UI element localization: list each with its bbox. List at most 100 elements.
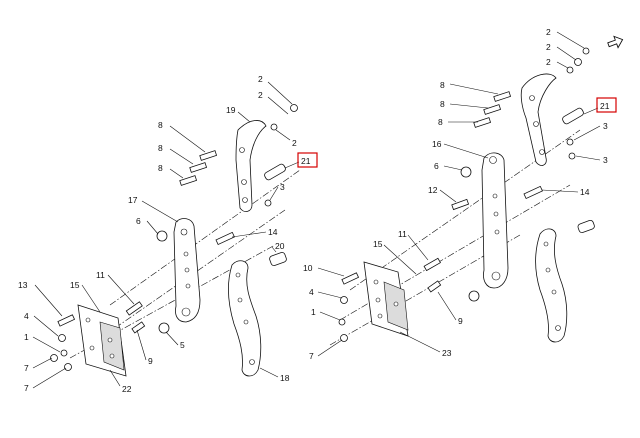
left-axis-upper — [109, 169, 301, 306]
right-assembly: 2 2 2 8 8 8 21 3 16 3 6 14 12 11 15 10 4… — [303, 27, 617, 361]
bolt-11 — [125, 301, 143, 316]
callout-label: 4 — [24, 311, 29, 321]
callout-label-highlighted: 21 — [600, 101, 610, 111]
upper-bracket-hole — [539, 149, 545, 155]
callout-label: 12 — [428, 185, 438, 195]
callout-label: 3 — [603, 155, 608, 165]
arm-16 — [481, 152, 509, 289]
washer-4 — [58, 334, 66, 342]
callout-label: 10 — [303, 263, 313, 273]
nut-7 — [64, 363, 72, 371]
bolt-14 — [215, 231, 235, 246]
callout-label: 8 — [440, 80, 445, 90]
bolt-10 — [341, 272, 360, 285]
arm-17-hole — [185, 283, 191, 289]
plate-23-hole — [373, 279, 379, 285]
nut-6 — [460, 166, 472, 178]
bolt-13 — [57, 314, 76, 327]
bolt-8 — [473, 117, 492, 128]
washer-1 — [338, 318, 346, 326]
nut-7 — [50, 354, 58, 362]
highlight-box — [297, 152, 318, 168]
upper-bracket-hole — [529, 95, 535, 101]
washer-4 — [340, 296, 348, 304]
callout-label: 2 — [258, 90, 263, 100]
plate-23-hole — [393, 301, 399, 307]
right-nuts — [338, 47, 590, 342]
callout-label: 1 — [311, 307, 316, 317]
callout-label: 14 — [268, 227, 278, 237]
nut-6 — [156, 230, 168, 242]
bracket-18 — [228, 260, 262, 377]
left-nuts — [50, 104, 298, 371]
next-arrow-icon[interactable] — [606, 34, 624, 50]
bracket-19-hole — [242, 197, 248, 203]
arm-16-hole — [494, 229, 500, 235]
callout-label: 2 — [546, 57, 551, 67]
callout-label: 3 — [280, 182, 285, 192]
bushing-5 — [158, 322, 170, 334]
arm-17-hole — [180, 228, 188, 236]
callout-label-highlighted: 21 — [301, 156, 311, 166]
callout-label: 22 — [122, 384, 132, 394]
callout-label: 8 — [440, 99, 445, 109]
arm-16-hole — [491, 271, 501, 281]
lower-bracket — [535, 228, 568, 343]
callout-label: 7 — [24, 383, 29, 393]
callout-label: 11 — [398, 229, 407, 239]
lower-bracket-hole — [543, 241, 549, 247]
callout-label: 23 — [442, 348, 452, 358]
right-axis-lower — [329, 234, 521, 346]
bolt-14 — [523, 185, 543, 200]
plate-22-hole — [107, 337, 113, 343]
callout-label: 8 — [158, 143, 163, 153]
callout-label: 3 — [603, 121, 608, 131]
right-leaders — [317, 31, 601, 357]
nut-3 — [566, 138, 574, 146]
plate-22-hole — [85, 317, 91, 323]
callout-label: 8 — [158, 163, 163, 173]
callout-label: 2 — [292, 138, 297, 148]
callout-label: 19 — [226, 105, 236, 115]
callout-label: 15 — [373, 239, 383, 249]
washer-2 — [582, 47, 590, 55]
bracket-19 — [235, 120, 267, 212]
bracket-18-hole — [243, 319, 249, 325]
callout-label: 18 — [280, 373, 290, 383]
callout-label: 2 — [546, 27, 551, 37]
lower-bracket-hole — [555, 325, 561, 331]
plate-23-hole — [375, 297, 381, 303]
arm-17-hole — [181, 307, 191, 317]
upper-bracket-hole — [533, 121, 539, 127]
callout-label: 14 — [580, 187, 590, 197]
left-leaders — [32, 81, 300, 389]
callout-label: 2 — [546, 42, 551, 52]
bolt-8 — [179, 175, 198, 186]
callout-label: 17 — [128, 195, 138, 205]
washer-1 — [60, 349, 68, 357]
pin-20 — [269, 252, 287, 266]
washer-2 — [270, 123, 278, 131]
arm-16-hole — [492, 193, 498, 199]
nut-3 — [568, 152, 576, 160]
nut-7 — [340, 334, 348, 342]
left-callout-labels: 2 2 2 19 8 8 8 21 3 17 6 14 20 13 15 11 … — [18, 74, 318, 394]
lower-bracket-hole — [551, 289, 557, 295]
callout-label: 1 — [24, 332, 29, 342]
right-axis-upper — [349, 129, 581, 291]
upper-bracket — [520, 73, 557, 166]
bolt-11 — [423, 257, 441, 272]
callout-label: 4 — [309, 287, 314, 297]
right-bolts — [341, 91, 543, 293]
left-assembly: 2 2 2 19 8 8 8 21 3 17 6 14 20 13 15 11 … — [18, 74, 318, 394]
bracket-19-hole — [241, 179, 247, 185]
lower-bracket-hole — [545, 267, 551, 273]
nut-3 — [264, 199, 272, 207]
callout-label: 8 — [438, 117, 443, 127]
callout-label: 7 — [309, 351, 314, 361]
left-bolts — [57, 150, 235, 334]
pin-21 — [264, 163, 286, 181]
callout-label: 7 — [24, 363, 29, 373]
